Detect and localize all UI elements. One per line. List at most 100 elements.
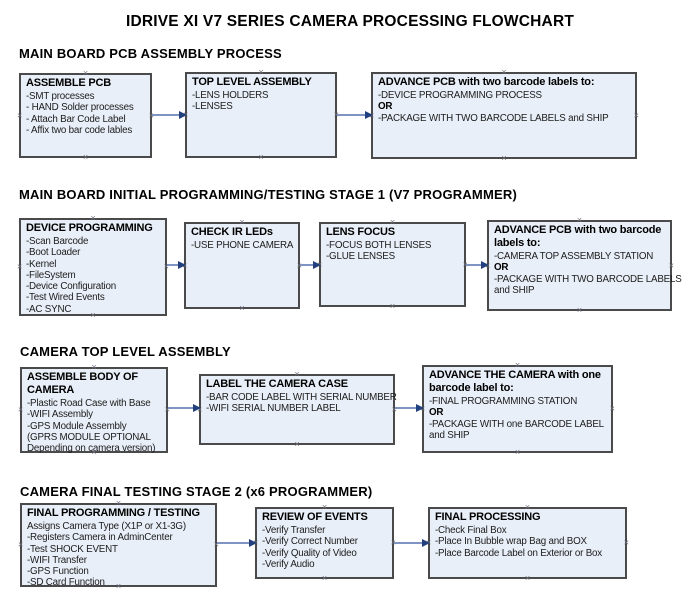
box-item: and SHIP bbox=[494, 284, 535, 296]
flow-box-device-programming: DEVICE PROGRAMMING -Scan Barcode-Boot Lo… bbox=[17, 214, 169, 320]
box-item: -DEVICE PROGRAMMING PROCESS bbox=[378, 90, 542, 101]
box-title: REVIEW OF EVENTS bbox=[262, 511, 368, 523]
connection-point-icon: × bbox=[294, 439, 300, 449]
box-title: ASSEMBLE BODY OF CAMERA bbox=[27, 371, 138, 396]
arrowhead-icon bbox=[422, 538, 430, 547]
connection-point-icon: × bbox=[514, 447, 521, 457]
connection-point-icon: × bbox=[609, 403, 615, 414]
connection-point-icon: × bbox=[18, 404, 24, 415]
box-item: -Registers Camera in AdminCenter bbox=[27, 532, 173, 544]
flow-box-advance-pcb-2: ADVANCE PCB with two barcode labels to: … bbox=[485, 216, 682, 315]
box-item: -FileSystem bbox=[26, 269, 76, 281]
box-item: -Place In Bubble wrap Bag and BOX bbox=[435, 536, 587, 548]
box-item: -PACKAGE WITH one BARCODE LABEL bbox=[429, 418, 604, 430]
box-item: Depending on camera version) bbox=[27, 443, 156, 455]
box-item: -Scan Barcode bbox=[26, 236, 89, 247]
box-item: -FOCUS BOTH LENSES bbox=[326, 240, 432, 251]
arrowhead-icon bbox=[313, 260, 321, 269]
box-item: OR bbox=[429, 407, 444, 419]
box-item: -BAR CODE LABEL WITH SERIAL NUMBER bbox=[206, 392, 397, 403]
box-item: -WIFI SERIAL NUMBER LABEL bbox=[206, 403, 341, 415]
page-title: IDRIVE XI V7 SERIES CAMERA PROCESSING FL… bbox=[125, 13, 575, 30]
box-body: -USE PHONE CAMERA bbox=[191, 240, 293, 251]
connection-point-icon: × bbox=[623, 537, 629, 548]
box-item: -FINAL PROGRAMMING STATION bbox=[429, 396, 578, 407]
flow-box-review-of-events: REVIEW OF EVENTS -Verify Transfer -Verify… bbox=[253, 503, 396, 583]
box-title: LABEL THE CAMERA CASE bbox=[206, 378, 348, 390]
box-item: -Test SHOCK EVENT bbox=[27, 543, 118, 555]
flow-box-lens-focus: LENS FOCUS -FOCUS BOTH LENSES-GLUE LENSE… bbox=[317, 218, 468, 311]
box-item: -Kernel bbox=[26, 258, 57, 270]
box-item: -GPS Module Assembly bbox=[27, 420, 127, 432]
connection-point-icon: × bbox=[17, 261, 23, 272]
connection-point-icon: × bbox=[633, 110, 639, 120]
connection-point-icon: × bbox=[576, 305, 583, 315]
connection-point-icon: × bbox=[258, 152, 264, 162]
connection-point-icon: × bbox=[239, 303, 245, 313]
box-body: -Scan Barcode-Boot Loader-Kernel-FileSys… bbox=[26, 236, 160, 315]
connection-point-icon: × bbox=[501, 153, 507, 163]
box-item: -SMT processes bbox=[26, 91, 95, 102]
section-heading-pcb-assembly: MAIN BOARD PCB ASSEMBLY PROCESS bbox=[19, 46, 282, 61]
box-item: -PACKAGE WITH TWO BARCODE LABELS bbox=[494, 273, 682, 285]
flow-arrow bbox=[167, 260, 186, 269]
box-item: -PACKAGE WITH TWO BARCODE LABELS and SHI… bbox=[378, 112, 609, 124]
arrowhead-icon bbox=[481, 260, 489, 269]
connection-point-icon: × bbox=[389, 301, 396, 311]
connection-point-icon: × bbox=[524, 573, 531, 583]
box-title: ADVANCE PCB with two barcode labels to: bbox=[378, 76, 595, 88]
flow-box-final-processing: FINAL PROCESSING -Check Final Box-Place … bbox=[426, 503, 629, 583]
box-item: Assigns Camera Type (X1P or X1-3G) bbox=[27, 521, 186, 532]
box-item: -Verify Audio bbox=[262, 558, 315, 570]
box-item: - Attach Bar Code Label bbox=[26, 113, 126, 125]
box-item: - HAND Solder processes bbox=[26, 102, 134, 114]
box-item: OR bbox=[378, 101, 393, 113]
flow-box-advance-pcb-1: ADVANCE PCB with two barcode labels to: … bbox=[369, 68, 639, 163]
box-item: -Verify Transfer bbox=[262, 525, 326, 536]
flow-box-assemble-body: ASSEMBLE BODY OF CAMERA -Plastic Road Ca… bbox=[18, 363, 170, 457]
section-heading-camera-top-assembly: CAMERA TOP LEVEL ASSEMBLY bbox=[20, 344, 231, 359]
box-body: -LENS HOLDERS-LENSES bbox=[192, 90, 330, 113]
flow-arrow bbox=[466, 260, 489, 269]
flow-box-top-level-assembly: TOP LEVEL ASSEMBLY -LENS HOLDERS-LENSES … bbox=[183, 68, 339, 162]
flow-box-advance-camera: ADVANCE THE CAMERA with one barcode labe… bbox=[420, 361, 615, 457]
box-title: ADVANCE THE CAMERA with one barcode labe… bbox=[429, 369, 601, 394]
box-item: -GLUE LENSES bbox=[326, 251, 395, 263]
box-body: -Check Final Box-Place In Bubble wrap Ba… bbox=[435, 525, 620, 559]
box-item: -SD Card Function bbox=[27, 577, 105, 589]
box-body: -BAR CODE LABEL WITH SERIAL NUMBER-WIFI … bbox=[206, 392, 397, 415]
arrowhead-icon bbox=[365, 110, 373, 119]
box-item: (GPRS MODULE OPTIONAL bbox=[27, 431, 151, 443]
connection-point-icon: × bbox=[82, 152, 89, 162]
box-title: DEVICE PROGRAMMING bbox=[26, 222, 153, 234]
box-item: -LENSES bbox=[192, 101, 233, 113]
flow-box-final-programming-testing: FINAL PROGRAMMING / TESTING Assigns Came… bbox=[18, 499, 219, 591]
flow-box-check-ir-leds: CHECK IR LEDs -USE PHONE CAMERA ×××× bbox=[182, 218, 302, 313]
box-title: FINAL PROGRAMMING / TESTING bbox=[27, 507, 200, 519]
box-body: Assigns Camera Type (X1P or X1-3G)-Regis… bbox=[27, 521, 210, 589]
arrowhead-icon bbox=[179, 110, 187, 119]
flow-arrow bbox=[152, 110, 187, 119]
arrowhead-icon bbox=[178, 260, 186, 269]
flow-arrow bbox=[395, 403, 424, 412]
arrowhead-icon bbox=[416, 403, 424, 412]
box-item: -Boot Loader bbox=[26, 247, 81, 259]
box-item: -Plastic Road Case with Base bbox=[27, 398, 151, 409]
box-title: TOP LEVEL ASSEMBLY bbox=[192, 76, 312, 88]
box-title: ADVANCE PCB with two barcode labels to: bbox=[494, 224, 662, 249]
box-item: -GPS Function bbox=[27, 566, 89, 578]
box-item: -USE PHONE CAMERA bbox=[191, 240, 294, 251]
flow-box-assemble-pcb: ASSEMBLE PCB -SMT processes- HAND Solder… bbox=[17, 69, 154, 162]
section-heading-stage1: MAIN BOARD INITIAL PROGRAMMING/TESTING S… bbox=[19, 187, 517, 202]
flow-arrow bbox=[337, 110, 373, 119]
flow-arrow bbox=[217, 538, 257, 547]
connection-point-icon: × bbox=[668, 260, 674, 270]
box-item: -CAMERA TOP ASSEMBLY STATION bbox=[494, 251, 654, 262]
box-item: OR bbox=[494, 262, 509, 274]
box-body: -SMT processes- HAND Solder processes- A… bbox=[26, 91, 145, 136]
box-item: -Place Barcode Label on Exterior or Box bbox=[435, 547, 603, 559]
arrowhead-icon bbox=[193, 403, 201, 412]
